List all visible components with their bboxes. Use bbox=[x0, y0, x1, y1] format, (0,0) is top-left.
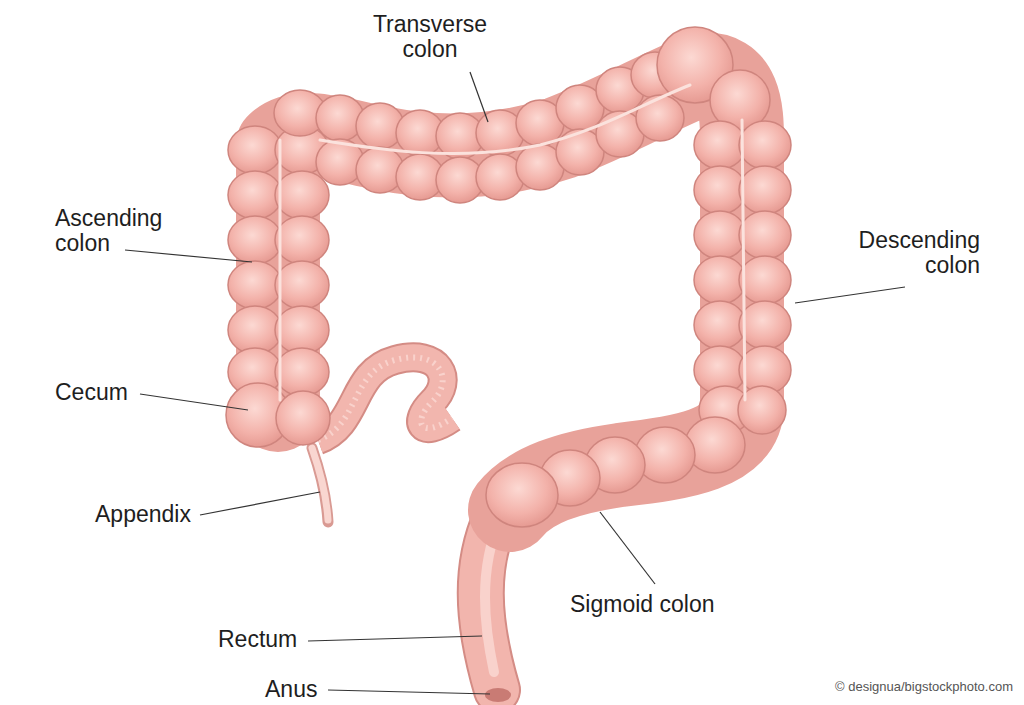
taenia-coli bbox=[280, 85, 745, 400]
appendix bbox=[312, 448, 328, 520]
part-label: Ascending colon bbox=[55, 206, 195, 257]
part-label: Cecum bbox=[55, 380, 175, 405]
part-label: Anus bbox=[265, 677, 335, 702]
part-label: Transverse colon bbox=[360, 12, 500, 63]
haustra bbox=[226, 27, 791, 527]
ileum bbox=[318, 357, 452, 440]
part-label: Sigmoid colon bbox=[570, 592, 780, 617]
part-label: Appendix bbox=[95, 502, 215, 527]
colon-body bbox=[278, 75, 742, 510]
anus bbox=[485, 688, 511, 702]
copyright-notice: © designua/bigstockphoto.com bbox=[745, 680, 1013, 694]
part-label: Descending colon bbox=[815, 228, 980, 279]
leader-lines bbox=[125, 72, 905, 694]
appendix bbox=[312, 448, 328, 522]
part-label: Rectum bbox=[218, 627, 318, 652]
